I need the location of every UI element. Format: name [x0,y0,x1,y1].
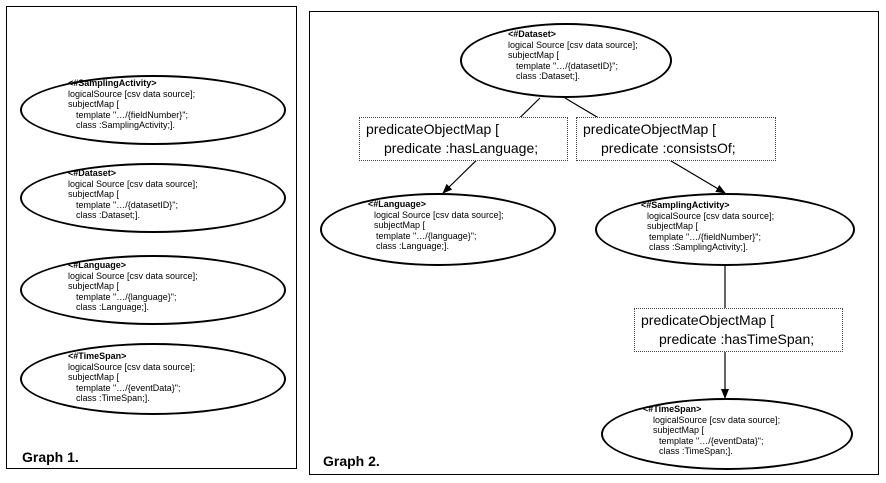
node-subject: subjectMap [ [68,281,120,292]
node-source: logical Source [csv data source]; [508,39,638,50]
node-class: class :Dataset;]. [76,210,141,221]
node-template: template "…/{fieldNumber}"; [76,109,188,120]
node-template: template "…/{datasetID}"; [76,199,178,210]
graph1-node-sampling-activity-ellipse [20,75,286,145]
node-template: template "…/{language}"; [376,230,477,241]
graph2-node-sampling-activity-ellipse [595,193,855,266]
node-template: template "…/{eventData}"; [659,435,764,446]
node-source: logicalSource [csv data source]; [68,88,196,99]
graph2-node-time-span-ellipse [601,398,853,470]
node-title: <#SamplingActivity> [641,200,730,210]
node-class: class :Language;]. [76,302,150,313]
node-class: class :SamplingActivity;]. [649,242,749,253]
graph2-node-language-ellipse [320,193,556,266]
edge-line-2: predicate :hasTimeSpan; [659,331,815,347]
node-subject: subjectMap [ [653,425,705,436]
node-title: <#SamplingActivity> [68,78,157,88]
graph1-node-dataset-ellipse [20,163,286,233]
node-source: logical Source [csv data source]; [68,178,198,189]
graph2-node-language: <#Language> logical Source [csv data sou… [368,199,504,252]
node-class: class :Dataset;]. [516,71,581,82]
edge-line-1: predicateObjectMap [ [583,121,717,137]
node-title: <#Dataset> [68,168,117,178]
graph1-node-sampling-activity: <#SamplingActivity> logicalSource [csv d… [68,78,195,131]
node-class: class :TimeSpan;]. [659,446,733,457]
edge-consists-of-label: predicateObjectMap [ predicate :consists… [576,117,776,161]
edge-has-time-span-label: predicateObjectMap [ predicate :hasTimeS… [634,308,843,352]
node-template: template "…/{fieldNumber}"; [649,231,761,242]
graph1-node-time-span-ellipse [20,343,286,415]
node-source: logical Source [csv data source]; [374,209,504,220]
graph1-node-language-ellipse [20,255,286,325]
edge-line-2: predicate :consistsOf; [601,140,736,156]
node-source: logical Source [csv data source]; [68,270,198,281]
node-class: class :TimeSpan;]. [76,393,150,404]
node-class: class :SamplingActivity;]. [76,120,176,131]
node-source: logicalSource [csv data source]; [68,361,196,372]
node-template: template "…/{language}"; [76,291,177,302]
node-title: <#TimeSpan> [643,404,702,414]
node-source: logicalSource [csv data source]; [647,210,775,221]
edge-line-2: predicate :hasLanguage; [384,140,539,156]
node-class: class :Language;]. [376,241,450,252]
node-title: <#TimeSpan> [68,351,127,361]
node-subject: subjectMap [ [68,189,120,200]
node-template: template "…/{eventData}"; [76,382,181,393]
node-subject: subjectMap [ [374,220,426,231]
graph-2-label: Graph 2. [323,453,380,469]
edge-has-language-label: predicateObjectMap [ predicate :hasLangu… [359,117,568,161]
graph2-node-sampling-activity: <#SamplingActivity> logicalSource [csv d… [641,200,774,253]
graph2-node-dataset-ellipse [460,23,672,98]
node-subject: subjectMap [ [68,372,120,383]
node-subject: subjectMap [ [647,221,699,232]
node-title: <#Language> [368,199,427,209]
graph1-node-dataset: <#Dataset> logical Source [csv data sour… [68,168,198,221]
node-subject: subjectMap [ [508,50,560,61]
edge-line-1: predicateObjectMap [ [366,121,500,137]
node-source: logicalSource [csv data source]; [653,414,781,425]
node-template: template "…/{datasetID}"; [516,60,618,71]
node-title: <#Language> [68,260,127,270]
node-title: <#Dataset> [508,29,557,39]
graph1-node-time-span: <#TimeSpan> logicalSource [csv data sour… [68,351,195,404]
graph-1-label: Graph 1. [22,449,79,465]
graph2-node-time-span: <#TimeSpan> logicalSource [csv data sour… [643,404,780,457]
edge-line-1: predicateObjectMap [ [641,312,775,328]
graph1-node-language: <#Language> logical Source [csv data sou… [68,260,198,313]
graph2-node-dataset: <#Dataset> logical Source [csv data sour… [508,29,638,82]
node-subject: subjectMap [ [68,99,120,110]
